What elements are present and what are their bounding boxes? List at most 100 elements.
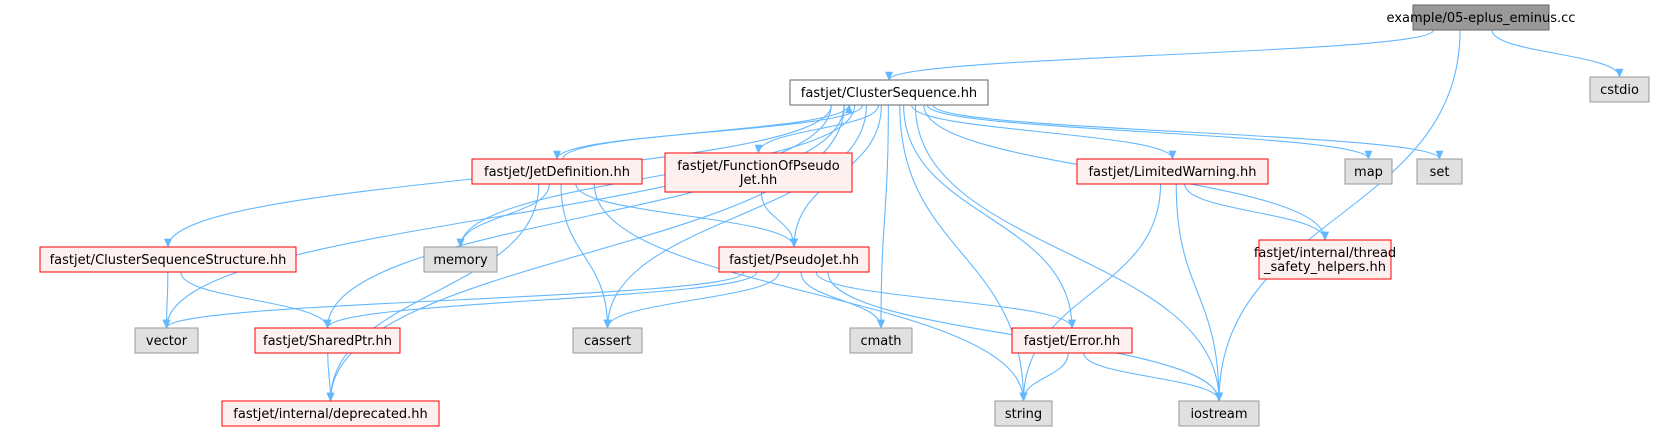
edge-arrowhead — [553, 150, 561, 160]
edge-line — [880, 104, 889, 329]
node-pj[interactable]: fastjet/PseudoJet.hh — [718, 246, 870, 273]
node-string[interactable]: string — [994, 400, 1053, 427]
node-set[interactable]: set — [1416, 158, 1463, 185]
node-box — [664, 152, 853, 193]
edge-css-to-vector — [162, 271, 171, 329]
node-label: fastjet/internal/deprecated.hh — [233, 407, 427, 422]
edge-cs-to-map — [926, 104, 1373, 160]
node-label: Jet.hh — [739, 173, 778, 188]
edge-line — [326, 271, 758, 329]
edge-cs-to-string — [899, 104, 1028, 402]
edge-cs-to-fopj — [754, 104, 880, 154]
edge-line — [459, 183, 550, 248]
edge-arrowhead — [1168, 150, 1177, 160]
edge-arrowhead — [1364, 150, 1373, 160]
node-map[interactable]: map — [1344, 158, 1393, 185]
node-cmath[interactable]: cmath — [849, 327, 913, 354]
edge-cs-to-cmath — [877, 104, 889, 329]
node-label: fastjet/LimitedWarning.hh — [1088, 165, 1256, 180]
edge-line — [329, 183, 540, 402]
edge-line — [1491, 29, 1621, 78]
node-label: vector — [146, 334, 188, 349]
node-box — [718, 246, 870, 273]
edge-line — [800, 271, 882, 329]
edge-line — [560, 183, 609, 329]
edge-jetdef-to-memory — [456, 183, 550, 248]
edge-line — [165, 271, 745, 329]
node-vector[interactable]: vector — [134, 327, 199, 354]
nodes-layer: example/05-eplus_eminus.cc fastjet/Cluste… — [39, 4, 1650, 427]
edge-line — [932, 104, 1441, 160]
node-jetdef[interactable]: fastjet/JetDefinition.hh — [471, 158, 643, 185]
node-iostream[interactable]: iostream — [1178, 400, 1260, 427]
node-lw[interactable]: fastjet/LimitedWarning.hh — [1076, 158, 1269, 185]
edge-line — [1184, 183, 1326, 241]
edge-err-to-iostream — [1083, 352, 1223, 402]
edge-fopj-to-pj — [760, 191, 798, 248]
edge-pj-to-cassert — [603, 271, 780, 329]
node-depr[interactable]: fastjet/internal/deprecated.hh — [221, 400, 440, 427]
node-label: cmath — [860, 334, 901, 349]
edge-line — [903, 104, 1073, 329]
node-label: fastjet/Error.hh — [1024, 334, 1121, 349]
edge-line — [165, 104, 832, 329]
node-box — [789, 79, 989, 106]
edge-line — [562, 104, 850, 160]
edge-line — [1022, 352, 1069, 402]
edge-lw-to-iostream — [1175, 183, 1223, 402]
node-box — [1344, 158, 1393, 185]
node-label: fastjet/FunctionOfPseudo — [677, 159, 839, 174]
edge-jetdef-to-depr — [326, 183, 540, 402]
node-label: cstdio — [1600, 83, 1639, 98]
edge-line — [757, 104, 880, 154]
node-box — [1258, 239, 1392, 280]
edge-css-to-sptr — [180, 271, 332, 329]
edge-arrowhead — [1068, 319, 1076, 329]
node-box — [39, 246, 297, 273]
edge-cs-to-sptr — [323, 104, 845, 329]
edge-jetdef-to-cs — [562, 104, 853, 160]
node-label: string — [1005, 407, 1042, 422]
edge-pj-to-vector — [162, 271, 745, 329]
node-box — [572, 327, 643, 354]
edge-arrowhead — [845, 104, 853, 114]
node-label: map — [1354, 165, 1383, 180]
node-memory[interactable]: memory — [423, 246, 498, 273]
node-sptr[interactable]: fastjet/SharedPtr.hh — [254, 327, 401, 354]
node-cstdio[interactable]: cstdio — [1589, 76, 1650, 103]
node-tsh[interactable]: fastjet/internal/thread_safety_helpers.h… — [1254, 239, 1396, 280]
edge-arrowhead — [164, 238, 172, 248]
edge-cs-to-vector — [162, 104, 832, 329]
edge-arrowhead — [877, 319, 885, 329]
node-cassert[interactable]: cassert — [572, 327, 643, 354]
node-label: set — [1430, 165, 1450, 180]
edge-line — [326, 104, 845, 329]
node-cs[interactable]: fastjet/ClusterSequence.hh — [789, 79, 989, 106]
edge-line — [1022, 183, 1162, 402]
node-err[interactable]: fastjet/Error.hh — [1011, 327, 1133, 354]
edge-arrowhead — [323, 319, 332, 329]
edge-line — [606, 271, 780, 329]
node-box — [1178, 400, 1260, 427]
node-label: fastjet/JetDefinition.hh — [484, 165, 630, 180]
edge-line — [575, 183, 795, 248]
node-css[interactable]: fastjet/ClusterSequenceStructure.hh — [39, 246, 297, 273]
edge-line — [1218, 29, 1461, 402]
node-root[interactable]: example/05-eplus_eminus.cc — [1387, 4, 1576, 31]
node-label: fastjet/ClusterSequenceStructure.hh — [50, 253, 287, 268]
edge-line — [1175, 183, 1220, 402]
edge-line — [593, 183, 1025, 402]
edge-line — [180, 271, 329, 329]
edge-line — [1083, 352, 1220, 402]
node-box — [1589, 76, 1650, 103]
edge-arrowhead — [790, 238, 798, 248]
edge-cs-to-err — [903, 104, 1076, 329]
edge-sptr-to-depr — [326, 352, 335, 402]
node-label: cassert — [584, 334, 631, 349]
edge-root-to-cs — [885, 29, 1435, 81]
edge-root-to-cstdio — [1491, 29, 1624, 78]
node-box — [134, 327, 199, 354]
edge-arrowhead — [162, 319, 171, 329]
